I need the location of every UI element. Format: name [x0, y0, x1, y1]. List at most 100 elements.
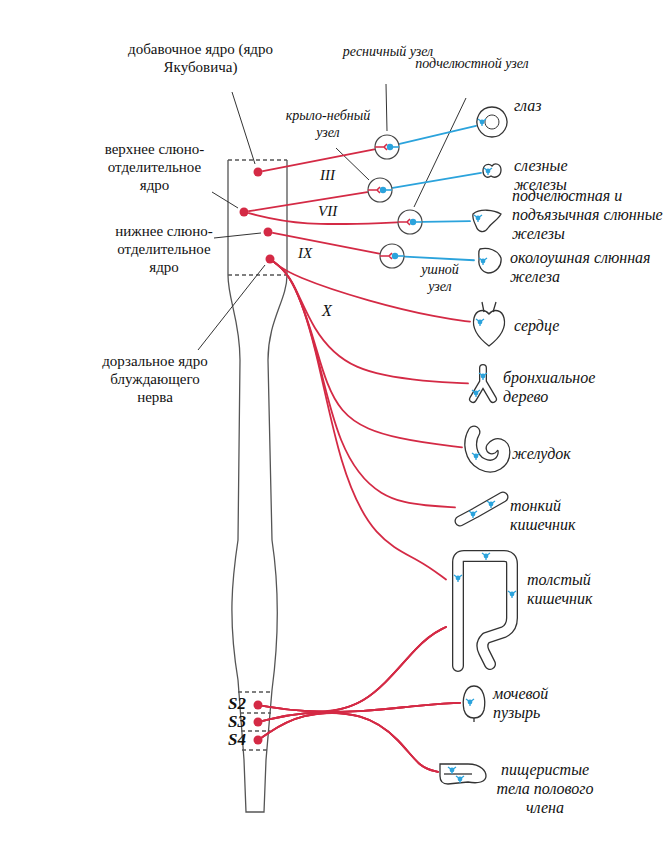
- axon-stub: [413, 221, 422, 223]
- sacral-dot: S3: [253, 717, 263, 727]
- preganglionic-fiber: [263, 706, 438, 772]
- nerve-ending: [508, 591, 516, 598]
- axon-stub: [390, 146, 399, 148]
- nerve-ending: [469, 511, 477, 518]
- organ-stomach: желудок: [462, 428, 508, 472]
- ganglion-outline: [380, 244, 404, 268]
- organ-outline: [460, 497, 503, 521]
- node-shape: [470, 300, 508, 348]
- nerve-ending: [472, 453, 480, 460]
- nucleus-dot: [254, 701, 263, 710]
- nerve-ending: [479, 258, 487, 265]
- synapse-fork: [368, 187, 380, 193]
- node-shape: [253, 717, 263, 727]
- nucleus-label: S4: [206, 730, 246, 750]
- preganglionic-fiber: [274, 262, 446, 579]
- organ-outline: [474, 311, 505, 346]
- ganglion-label: подчелюстной узел: [414, 56, 530, 73]
- intramural-ganglion: [450, 768, 455, 773]
- organ-outline: [483, 164, 501, 177]
- node-shape: [253, 700, 263, 710]
- nerve-ending: [456, 776, 464, 783]
- organ-eye: глаз: [476, 106, 508, 138]
- postganglionic-fiber: [400, 126, 476, 144]
- intramural-ganglion: [476, 216, 481, 221]
- leader-line: [386, 84, 387, 131]
- ganglion-circle: крыло-небный узел: [367, 177, 393, 203]
- ganglion-outline: [368, 178, 392, 202]
- intramural-ganglion: [474, 391, 479, 396]
- preganglionic-fiber: [263, 627, 446, 721]
- node-shape: [460, 682, 488, 722]
- nerve-ending: [466, 699, 474, 706]
- nucleus-dot: [266, 255, 275, 264]
- node-shape: [438, 752, 488, 802]
- organ-fill: [458, 556, 512, 666]
- organ-colon: толстый кишечник: [446, 548, 522, 668]
- organ-label: подчелюстная и подъязычная слюнные желез…: [512, 186, 664, 244]
- nucleus-dot: нижнее слюно-отделительное ядро: [263, 227, 273, 237]
- nerve-ending: [479, 373, 487, 380]
- nucleus-dot: добавочное ядро (ядро Якубовича): [253, 167, 263, 177]
- nucleus-dot: [254, 168, 263, 177]
- nucleus-dot: дорзальное ядро блуждающего нерва: [265, 254, 275, 264]
- synapse-fork: [398, 219, 410, 225]
- organ-fill: [460, 497, 503, 521]
- postganglionic-fiber: [405, 257, 474, 261]
- intramural-ganglion: [484, 554, 489, 559]
- ganglion-outline: [398, 210, 422, 234]
- segment-marks: [228, 160, 287, 750]
- nerve-ending: [474, 215, 482, 222]
- nucleus-dot: [254, 718, 263, 727]
- organ-outline: [482, 302, 496, 312]
- leader-line: [198, 265, 265, 350]
- nucleus-label: S2: [206, 694, 246, 714]
- organ-label: бронхиальное дерево: [503, 368, 633, 406]
- nucleus-label: нижнее слюно-отделительное ядро: [114, 222, 214, 276]
- node-shape: [474, 246, 504, 276]
- preganglionic-fiber: [262, 713, 438, 772]
- leader-lines: [198, 84, 466, 350]
- intramural-ganglion: [486, 169, 491, 174]
- synapse-fork: [380, 253, 392, 259]
- intramural-ganglion: [478, 320, 483, 325]
- organ-outline: [444, 773, 472, 774]
- nerve-ending: [454, 575, 462, 582]
- nerve-ending: [476, 319, 484, 326]
- ganglion-label: ушной узел: [410, 262, 470, 296]
- organ-gland: околоушная слюнная железа: [474, 246, 504, 276]
- organ-bronchi: бронхиальное дерево: [468, 366, 498, 402]
- ganglion-circle: подчелюстной узел: [397, 209, 423, 235]
- organ-outline: [473, 210, 501, 231]
- organ-label: сердце: [514, 316, 594, 335]
- preganglionic-fiber: [263, 149, 374, 171]
- leader-line: [214, 233, 261, 238]
- nerve-number: X: [322, 302, 332, 320]
- node-shape: [253, 735, 263, 745]
- node-shape: [481, 162, 503, 180]
- nucleus-label: добавочное ядро (ядро Якубовича): [128, 40, 273, 76]
- leader-line: [414, 98, 466, 207]
- nucleus-dot: [264, 228, 273, 237]
- organ-fill: [473, 368, 493, 399]
- sacral-dot: S4: [253, 735, 263, 745]
- organ-label: околоушная слюнная железа: [510, 248, 665, 286]
- node-shape: [263, 227, 273, 237]
- nerve-ending: [484, 168, 492, 175]
- nucleus-dot: [240, 208, 249, 217]
- nucleus-label: верхнее слюно-отделительное ядро: [92, 140, 217, 194]
- intramural-ganglion: [480, 120, 485, 125]
- node-shape: [367, 177, 393, 203]
- intramural-ganglion: [471, 512, 476, 517]
- nerve-number: IX: [298, 245, 312, 262]
- nucleus-dot: [254, 736, 263, 745]
- nucleus-label: дорзальное ядро блуждающего нерва: [95, 352, 215, 406]
- preganglionic-fiber: [273, 233, 379, 254]
- organ-gland: подчелюстная и подъязычная слюнные желез…: [470, 206, 504, 236]
- organ-penis: пищеристые тела полового члена: [438, 752, 488, 802]
- postganglionic-fiber: [423, 220, 470, 222]
- node-shape: [476, 106, 508, 138]
- leader-line: [232, 92, 255, 164]
- organ-detail: [485, 115, 499, 129]
- organ-outline: [440, 764, 486, 784]
